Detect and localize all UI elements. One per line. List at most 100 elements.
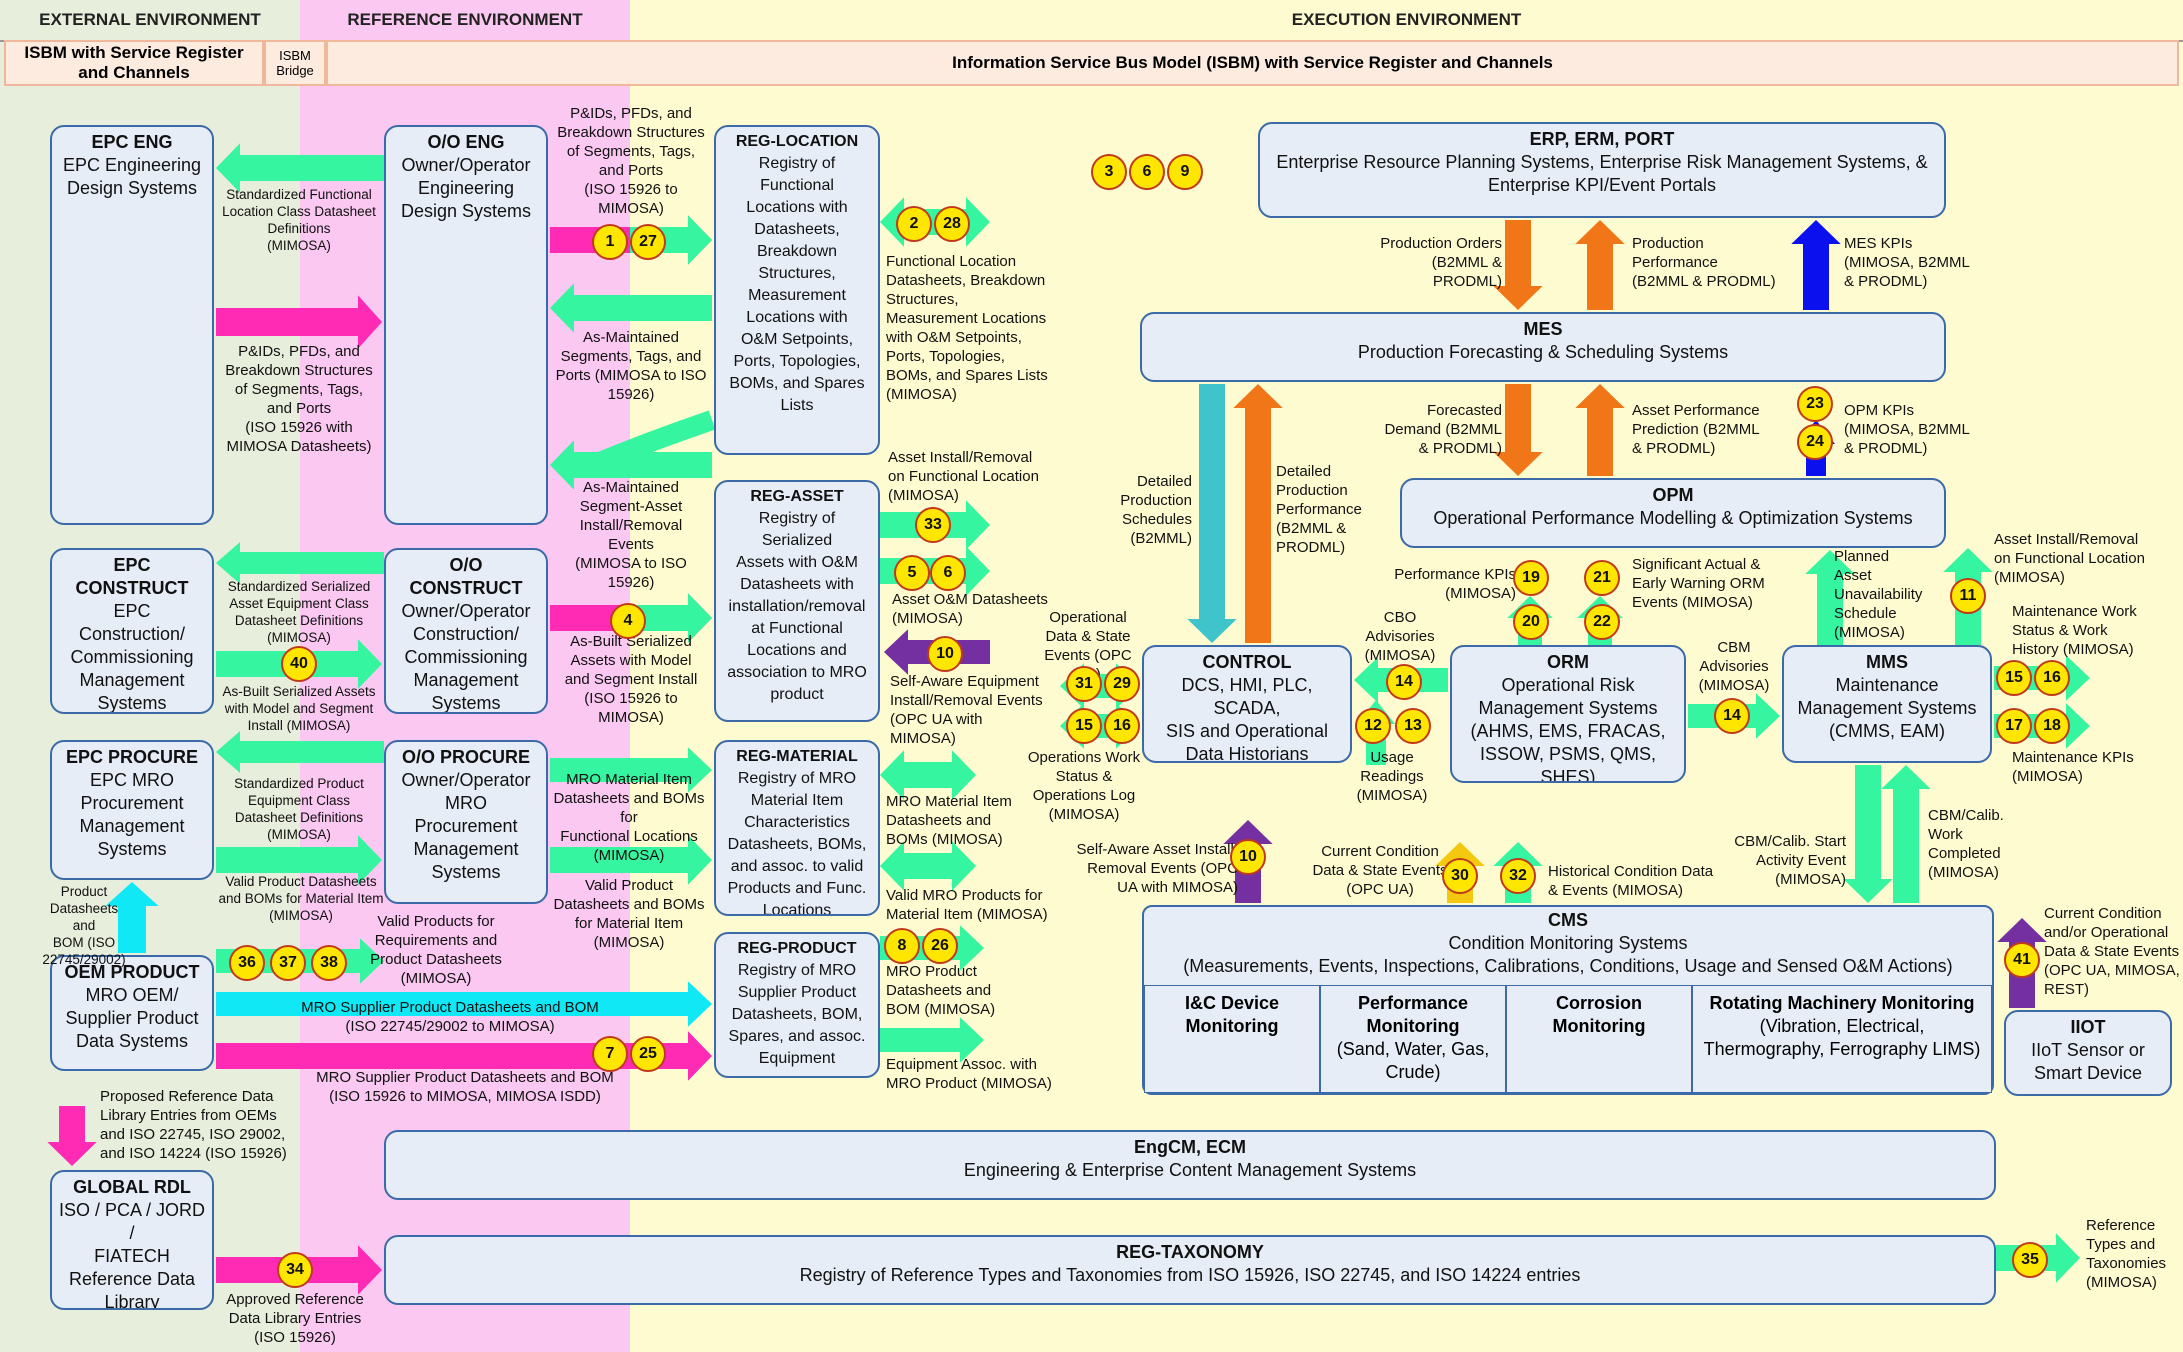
step-badge: 36 [229,945,265,981]
reg-location-box[interactable]: REG-LOCATION Registry of Functional Locat… [714,125,880,455]
flow-label: Standardized Product Equipment Class Dat… [234,776,364,842]
flow-label: CBM/Calib. Start Activity Event (MIMOSA) [1734,833,1846,888]
flow-arrow [47,1106,97,1166]
flow-label: MRO Supplier Product Datasheets and BOM … [316,1069,614,1105]
step-badge: 35 [2012,1242,2048,1278]
oo-procure-title: O/O PROCURE [401,747,530,767]
cms-cell-rotating[interactable]: Rotating Machinery Monitoring(Vibration,… [1692,985,1992,1093]
step-badge: 25 [630,1036,666,1072]
flow-label: Production Orders (B2MML & PRODML) [1380,235,1502,290]
epc-eng-subtitle: EPC Engineering Design Systems [62,155,202,198]
cms-cell-performance-sub: (Sand, Water, Gas, Crude) [1336,1039,1490,1082]
isbm-bridge-label: ISBM Bridge [276,48,314,78]
step-badge: 11 [1950,578,1986,614]
oo-eng-subtitle: Owner/Operator Engineering Design System… [400,155,532,221]
flow-label: Self-Aware Asset Install/ Removal Events… [1076,841,1238,896]
flow-label: Usage Readings (MIMOSA) [1356,749,1428,804]
cms-title: CMS [1548,910,1588,930]
flow-label: Significant Actual & Early Warning ORM E… [1632,556,1765,611]
flow-arrow [1575,220,1625,310]
flow-label: Performance KPIs (MIMOSA) [1394,566,1516,602]
epc-construct-title: EPC CONSTRUCT [75,555,189,598]
flow-label: OPM KPIs (MIMOSA, B2MML & PRODML) [1844,402,1970,457]
flow-arrow [216,731,384,773]
cms-cell-performance-title: Performance Monitoring [1357,993,1469,1036]
flow-label: Approved Reference Data Library Entries … [226,1291,364,1346]
flow-label: Forecasted Demand (B2MML & PRODML) [1384,402,1502,457]
flow-label: Equipment Assoc. with MRO Product (MIMOS… [886,1056,1052,1092]
flow-arrow [550,440,712,490]
step-badge: 14 [1714,698,1750,734]
step-badge: 6 [1129,154,1165,190]
reg-location-subtitle: Registry of Functional Locations with Da… [729,155,865,414]
cms-cell-corrosion[interactable]: Corrosion Monitoring [1506,985,1692,1093]
cms-cell-performance[interactable]: Performance Monitoring(Sand, Water, Gas,… [1320,985,1506,1093]
step-badge: 7 [592,1036,628,1072]
execution-bus: Information Service Bus Model (ISBM) wit… [326,40,2179,86]
flow-label: Proposed Reference Data Library Entries … [100,1088,287,1162]
execution-bus-label: Information Service Bus Model (ISBM) wit… [952,53,1553,72]
mes-title: MES [1523,319,1563,339]
flow-label: Self-Aware Equipment Install/Removal Eve… [890,673,1043,747]
flow-label: Reference Types and Taxonomies (MIMOSA) [2086,1217,2167,1291]
flow-label: Maintenance Work Status & Work History (… [2012,603,2137,658]
step-badge: 9 [1167,154,1203,190]
flow-label: Standardized Functional Location Class D… [222,187,376,253]
step-badge: 38 [311,945,347,981]
step-badge: 12 [1355,708,1391,744]
global-rdl-title: GLOBAL RDL [73,1177,191,1197]
step-badge: 10 [1230,839,1266,875]
step-badge: 15 [1066,708,1102,744]
flow-label: P&IDs, PFDs, and Breakdown Structures of… [557,105,705,217]
step-badge: 33 [915,507,951,543]
oo-construct-title: O/O CONSTRUCT [409,555,523,598]
reg-location-title: REG-LOCATION [735,133,859,150]
reg-taxonomy-box[interactable]: REG-TAXONOMY Registry of Reference Types … [384,1235,1996,1305]
iiot-subtitle: IIoT Sensor or Smart Device [2031,1040,2145,1083]
step-badge: 26 [922,928,958,964]
flow-arrow [216,143,384,193]
flow-label: Standardized Serialized Asset Equipment … [227,579,371,645]
flow-arrow [1805,550,1855,645]
step-badge: 14 [1386,664,1422,700]
step-badge: 20 [1513,604,1549,640]
cms-cell-rotating-title: Rotating Machinery Monitoring [1709,993,1975,1013]
reg-asset-subtitle: Registry of Serialized Assets with O&M D… [727,510,867,703]
orm-subtitle: Operational Risk Management Systems (AHM… [1470,675,1666,783]
flow-label: As-Maintained Segment-Asset Install/Remo… [575,479,687,591]
cms-cell-ic[interactable]: I&C Device Monitoring [1144,985,1320,1093]
reg-taxonomy-subtitle: Registry of Reference Types and Taxonomi… [799,1265,1581,1285]
flow-arrow [630,593,712,643]
flow-label: MRO Supplier Product Datasheets and BOM … [301,999,599,1035]
reg-taxonomy-title: REG-TAXONOMY [1116,1242,1264,1262]
flow-label: Detailed Production Performance (B2MML &… [1276,463,1362,556]
flow-label: Historical Condition Data & Events (MIMO… [1548,863,1714,899]
flow-label: Asset Performance Prediction (B2MML & PR… [1632,402,1760,457]
isbm-bridge: ISBM Bridge [264,40,326,86]
step-badge: 19 [1513,560,1549,596]
flow-arrow [1843,765,1893,903]
step-badge: 24 [1797,424,1833,460]
oem-product-subtitle: MRO OEM/ Supplier Product Data Systems [65,985,199,1051]
mms-title: MMS [1866,652,1908,672]
